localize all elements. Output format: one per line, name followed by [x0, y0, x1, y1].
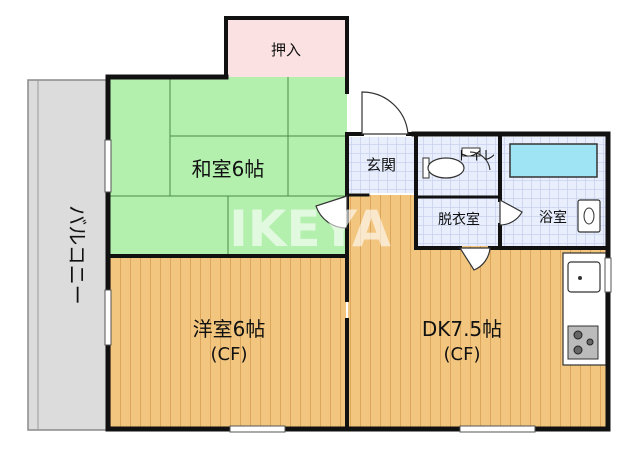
datsuisitsu-area [418, 198, 500, 246]
bathtub [509, 143, 598, 178]
toilet-label: トイレ [456, 149, 495, 164]
dk-label: DK7.5帖 [422, 317, 502, 341]
oshiire-label: 押入 [271, 41, 301, 59]
yokushitsu-label: 浴室 [539, 209, 567, 226]
genkan-area [348, 137, 414, 193]
watermark: IKEYA [229, 200, 391, 258]
yoshitsu-area [110, 257, 346, 427]
balcony-area [27, 79, 109, 431]
yoshitsu-note: (CF) [211, 344, 248, 365]
balcony-label: バルコニー [65, 205, 89, 305]
yoshitsu-label: 洋室6帖 [193, 317, 266, 341]
dk-note: (CF) [444, 344, 481, 365]
oshiire-area [228, 20, 345, 77]
datsuisitsu-label: 脱衣室 [438, 211, 480, 228]
washitsu-label: 和室6帖 [192, 157, 265, 181]
genkan-label: 玄関 [366, 156, 396, 174]
